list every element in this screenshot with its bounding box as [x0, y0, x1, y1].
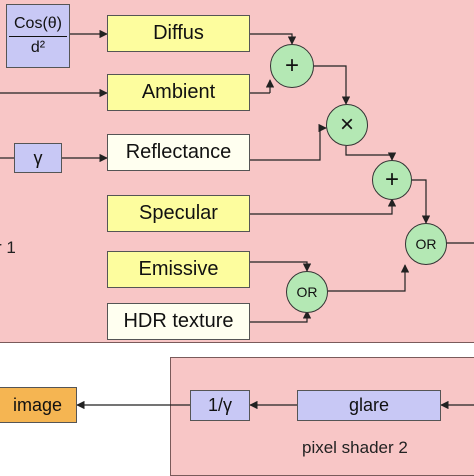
multiply-operator: × [326, 104, 368, 146]
arrow-emissive-to-or [250, 261, 312, 272]
or-label-1: OR [415, 236, 437, 252]
ambient-box: Ambient [107, 74, 250, 111]
pixel-shader-2-label: pixel shader 2 [302, 438, 408, 457]
hdr-texture-label: HDR texture [123, 310, 234, 332]
glare-box: glare [297, 390, 441, 421]
glare-label: glare [348, 395, 390, 415]
inverse-gamma-label: 1/γ [207, 395, 232, 415]
or-operator-2: OR [286, 271, 328, 313]
arrow-diffus-to-add [250, 33, 297, 45]
arrow-add-to-multiply [314, 65, 351, 105]
pixel-shader-1-label: r 1 [0, 238, 16, 257]
diffus-label: Diffus [153, 22, 204, 44]
arrow-multiply-to-add2 [345, 146, 397, 161]
or-operator-1: OR [405, 223, 447, 265]
arrow-hdr-to-or [250, 310, 312, 323]
add-operator-1: + [270, 44, 314, 88]
hdr-texture-box: HDR texture [107, 303, 250, 340]
inverse-gamma-box: 1/γ [190, 390, 250, 421]
emissive-label: Emissive [138, 258, 219, 280]
arrow-add2-to-or [412, 179, 431, 224]
cos-numerator: Cos(θ) [13, 15, 62, 33]
specular-box: Specular [107, 195, 250, 232]
cos-denominator: d² [30, 39, 46, 56]
reflectance-box: Reflectance [107, 134, 250, 171]
reflectance-label: Reflectance [125, 141, 232, 163]
diffus-box: Diffus [107, 15, 250, 52]
emissive-box: Emissive [107, 251, 250, 288]
image-output-box: image [0, 387, 77, 423]
add-symbol-1: + [284, 52, 299, 79]
ambient-label: Ambient [141, 81, 216, 103]
arrow-reflectance-to-multiply [250, 123, 327, 161]
add-operator-2: + [372, 160, 412, 200]
cos-over-distance-box: Cos(θ) d² [6, 4, 70, 68]
fraction-bar [9, 36, 67, 37]
image-label: image [12, 394, 63, 415]
arrow-specular-to-add2 [250, 198, 397, 215]
specular-label: Specular [139, 202, 218, 224]
multiply-symbol: × [339, 111, 354, 138]
or-label-2: OR [296, 284, 318, 300]
arrow-or2-to-or1 [328, 264, 410, 292]
add-symbol-2: + [384, 166, 399, 193]
gamma-box: γ [14, 143, 62, 173]
gamma-label: γ [33, 147, 43, 168]
